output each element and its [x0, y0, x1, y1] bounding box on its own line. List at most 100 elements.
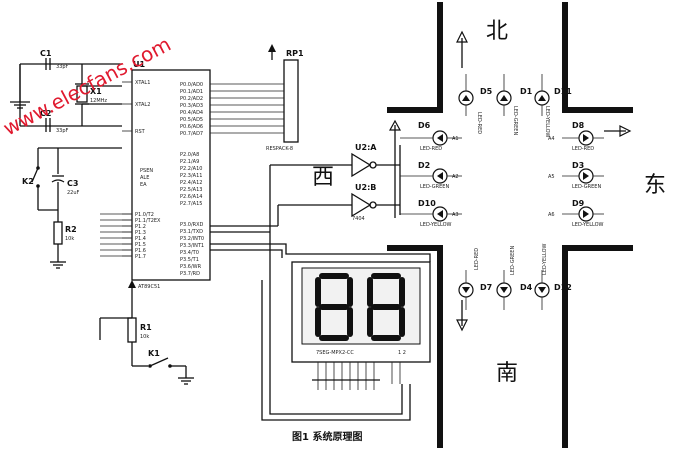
mcu-pin-label-right: P2.1/A9: [180, 159, 199, 165]
led-diode: [578, 130, 594, 146]
led-diode: [458, 282, 474, 298]
north-green-label: LED-GREEN: [512, 106, 518, 135]
c3-value: 22uF: [67, 190, 80, 196]
direction-west: 西: [312, 165, 334, 190]
led-d3-label: D3: [572, 161, 584, 170]
mcu-pin-label-mid: EA: [140, 182, 147, 188]
led-d2-label: D2: [418, 161, 430, 170]
led-diode: [458, 90, 474, 106]
net-a3-west: A3: [452, 212, 459, 218]
mcu-pin-label-right: P0.4/AD4: [180, 110, 203, 116]
led-diode: [534, 282, 550, 298]
mcu-pin-label-left: XTAL1: [135, 80, 150, 86]
mcu-pin-label-right: P0.1/AD1: [180, 89, 203, 95]
direction-east: 东: [644, 173, 666, 198]
led-d1-label: D1: [520, 87, 533, 96]
net-a1-west: A1: [452, 136, 459, 142]
mcu-pin-label-right: P3.1/TXD: [180, 229, 203, 235]
mcu-pin-label-left: P1.5: [135, 242, 146, 248]
north-yellow-label: LED-YELLOW: [544, 106, 550, 138]
mcu-pin-label-right: P2.7/A15: [180, 201, 202, 207]
mcu-pin-label-right: P0.7/AD7: [180, 131, 203, 137]
rp1-value: RESPACK-8: [266, 146, 293, 152]
direction-north: 北: [486, 19, 508, 44]
mcu-pin-label-right: P3.2/INT0: [180, 236, 204, 242]
east-yellow-label: LED-YELLOW: [572, 222, 604, 228]
display-pins: 1 2: [398, 350, 406, 356]
mcu-pin-label-right: P2.2/A10: [180, 166, 202, 172]
mcu-pin-label-right: P0.3/AD3: [180, 103, 203, 109]
r2-value: 10k: [65, 236, 74, 242]
c2-value: 33pF: [56, 128, 69, 134]
south-red-label: LED-RED: [474, 248, 480, 270]
oscillator-circuit: [10, 58, 122, 132]
reset-circuit: [31, 147, 122, 269]
r2-label: R2: [65, 225, 77, 234]
net-a5-east: A5: [548, 174, 555, 180]
led-d6-label: D6: [418, 121, 431, 130]
led-diode: [534, 90, 550, 106]
south-green-label: LED-GREEN: [510, 246, 516, 275]
south-yellow-label: LED-YELLOW: [542, 243, 548, 275]
led-d8-label: D8: [572, 121, 585, 130]
mcu-ref: U1: [133, 60, 145, 69]
u2a-label: U2:A: [355, 143, 377, 152]
rp1-label: RP1: [286, 49, 304, 58]
mcu-pin-label-right: P2.0/A8: [180, 152, 199, 158]
mcu-pin-label-right: P3.6/WR: [180, 264, 202, 270]
mcu-pin-label-right: P2.6/A14: [180, 194, 202, 200]
led-diode: [578, 168, 594, 184]
mcu-pin-label-right: P0.6/AD6: [180, 124, 203, 130]
mcu-pin-label-left: RST: [135, 129, 146, 135]
mcu-pin-label-right: P2.3/A11: [180, 173, 202, 179]
mcu-pin-label-right: P3.7/RD: [180, 271, 200, 277]
west-green-label: LED-GREEN: [420, 184, 449, 190]
led-diode: [578, 206, 594, 222]
mcu-pin-label-left: P1.2: [135, 224, 146, 230]
mcu-pin-label-left: P1.3: [135, 230, 146, 236]
k2-label: K2: [22, 177, 34, 186]
led-d11-label: D11: [554, 87, 572, 96]
r1-value: 10k: [140, 334, 149, 340]
led-d10-label: D10: [418, 199, 436, 208]
led-diode: [496, 90, 512, 106]
mcu-pin-label-left: XTAL2: [135, 102, 150, 108]
mcu-pin-label-left: P1.6: [135, 248, 146, 254]
led-diode: [496, 282, 512, 298]
direction-south: 南: [496, 361, 518, 386]
east-green-label: LED-GREEN: [572, 184, 601, 190]
mcu-pin-label-right: P3.4/T0: [180, 250, 199, 256]
led-diode: [432, 168, 448, 184]
figure-caption: 图1 系统原理图: [292, 430, 362, 443]
mcu-pin-label-right: P3.3/INT1: [180, 243, 204, 249]
mcu-pin-label-right: P0.2/AD2: [180, 96, 203, 102]
traffic-leds: [400, 74, 604, 310]
west-yellow-label: LED-YELLOW: [420, 222, 452, 228]
net-a6-east: A6: [548, 212, 555, 218]
north-red-label: LED-RED: [476, 112, 482, 134]
mcu-pin-label-left: P1.1/T2EX: [135, 218, 161, 224]
led-diode: [432, 206, 448, 222]
p1-bus-lines: [100, 213, 132, 257]
c1-label: C1: [40, 49, 52, 58]
c2-label: C2: [40, 109, 51, 118]
k1-r1-circuit: [99, 280, 194, 385]
west-red-label: LED-RED: [420, 146, 442, 152]
mcu-pin-label-right: P3.0/RXD: [180, 222, 204, 228]
mcu-pin-label-mid: PSEN: [140, 168, 153, 174]
seven-segment-display: [210, 232, 431, 421]
mcu-pin-label-right: P0.5/AD5: [180, 117, 203, 123]
net-a4-east: A4: [548, 136, 555, 142]
c3-label: C3: [67, 179, 78, 188]
mcu-pin-label-right: P3.5/T1: [180, 257, 199, 263]
mcu-pin-label-left: P1.0/T2: [135, 212, 154, 218]
mcu-pin-label-right: P2.5/A13: [180, 187, 202, 193]
led-d12-label: D12: [554, 283, 572, 292]
u2-part: 7404: [352, 216, 365, 222]
watermark: www.elecfans.com: [0, 32, 175, 141]
c1-value: 33pF: [56, 64, 69, 70]
led-d5-label: D5: [480, 87, 493, 96]
u2b-label: U2:B: [355, 183, 376, 192]
